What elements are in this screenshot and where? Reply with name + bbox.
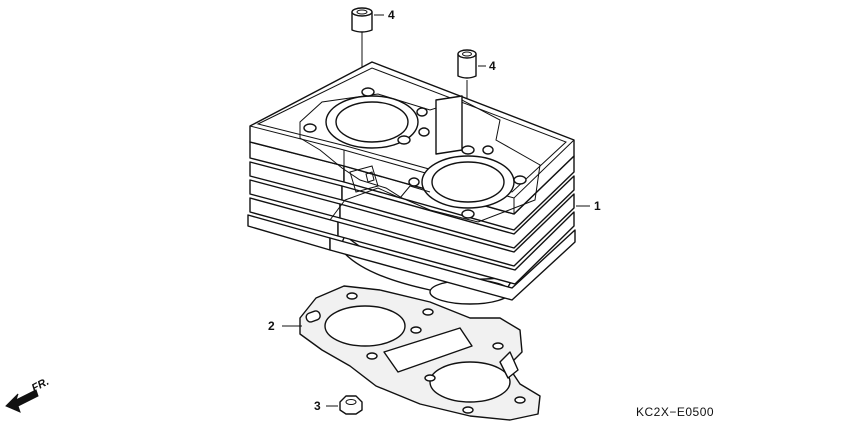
- nut[interactable]: [339, 395, 363, 415]
- front-direction-arrow-icon: [5, 389, 39, 413]
- callout-4a: 4: [388, 8, 395, 22]
- callout-2: 2: [268, 319, 275, 333]
- callout-1: 1: [594, 199, 601, 213]
- callout-3: 3: [314, 399, 321, 413]
- front-direction-label: FR.: [30, 376, 51, 395]
- cylinder-gasket[interactable]: [299, 285, 541, 421]
- cylinder-block[interactable]: [247, 61, 576, 305]
- dowel-pin-upper[interactable]: [351, 7, 373, 90]
- diagram-code: KC2X−E0500: [636, 405, 714, 419]
- callout-4b: 4: [489, 59, 496, 73]
